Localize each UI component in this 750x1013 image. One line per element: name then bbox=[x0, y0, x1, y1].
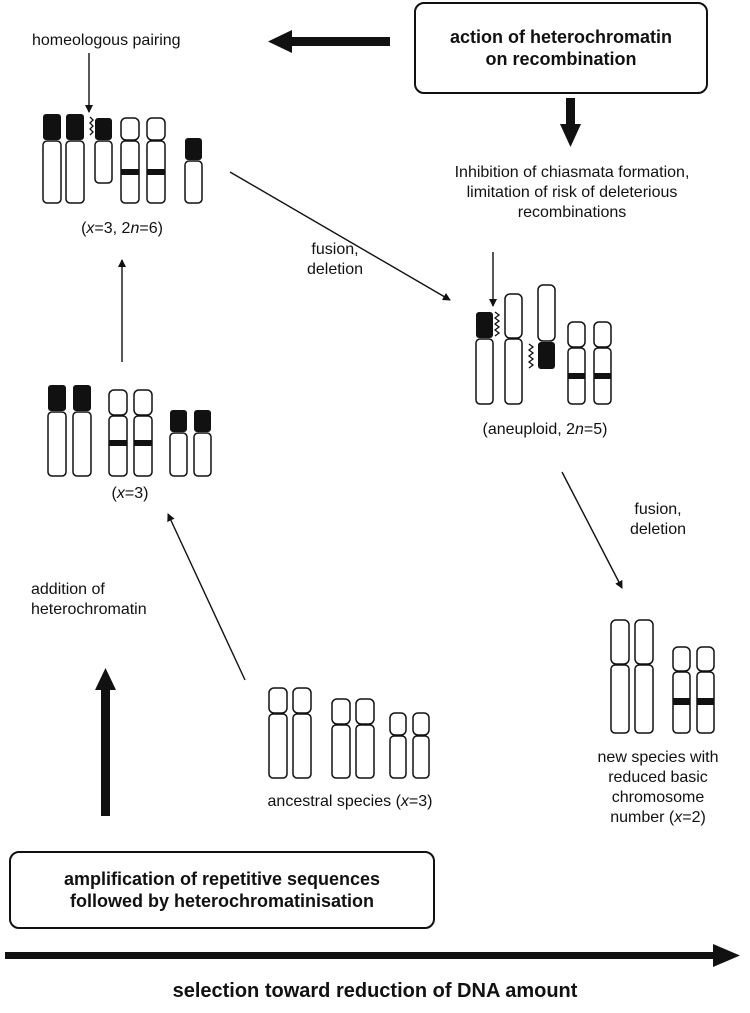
label-line: recombinations bbox=[517, 204, 627, 221]
label-part: =5) bbox=[583, 421, 608, 438]
chromosome bbox=[72, 385, 92, 477]
chromosome bbox=[610, 619, 630, 734]
box-line: on recombination bbox=[485, 49, 637, 69]
label-part: ( bbox=[111, 485, 117, 502]
italic-n: n bbox=[575, 421, 584, 438]
chromosome bbox=[567, 321, 586, 405]
italic-n: n bbox=[130, 220, 140, 237]
chromosome bbox=[146, 117, 166, 204]
label-line: fusion, bbox=[311, 241, 359, 258]
label-line: reduced basic bbox=[608, 769, 708, 786]
fusion-deletion-label-2: fusion, deletion bbox=[608, 500, 708, 540]
arrow-to-aneuploid bbox=[229, 171, 451, 301]
box-line: followed by heterochromatinisation bbox=[69, 891, 375, 911]
chromosome bbox=[108, 389, 128, 477]
italic-x: x bbox=[116, 485, 125, 502]
chromosome bbox=[47, 385, 67, 477]
karyotype-x3-label: (x=3) bbox=[90, 484, 170, 504]
addition-heterochromatin-label: addition of heterochromatin bbox=[31, 580, 147, 620]
chromosome bbox=[169, 410, 188, 477]
chromosome bbox=[504, 293, 523, 405]
pairing-wavy-line bbox=[493, 311, 501, 337]
inhibition-label: Inhibition of chiasmata formation, limit… bbox=[398, 163, 746, 223]
label-part: =3) bbox=[124, 485, 149, 502]
label-part: =3, 2 bbox=[94, 220, 131, 237]
long-bottom-arrow bbox=[5, 944, 740, 967]
label-part: =2) bbox=[682, 809, 706, 826]
karyotype-2n6-label: (x=3, 2n=6) bbox=[62, 219, 182, 239]
label-part: =3) bbox=[408, 793, 433, 810]
amplification-box: amplification of repetitive sequences fo… bbox=[9, 851, 435, 929]
label-part: ancestral species ( bbox=[267, 793, 401, 810]
label-line: limitation of risk of deleterious bbox=[466, 184, 678, 201]
chromosome bbox=[133, 389, 153, 477]
label-line: number (x=2) bbox=[578, 808, 738, 828]
pairing-wavy-line bbox=[89, 116, 94, 136]
chromosome bbox=[120, 117, 140, 204]
chromosome bbox=[292, 687, 312, 779]
thick-arrow-up bbox=[95, 668, 116, 816]
chromosome bbox=[475, 312, 494, 405]
heterochromatin-action-box: action of heterochromatin on recombinati… bbox=[414, 2, 708, 94]
new-species-label: new species with reduced basic chromosom… bbox=[578, 748, 738, 828]
label-part: =6) bbox=[139, 220, 163, 237]
karyotype-aneuploid bbox=[475, 284, 612, 405]
fusion-deletion-label-1: fusion, deletion bbox=[285, 240, 385, 280]
label-line: deletion bbox=[629, 521, 687, 538]
chromosome bbox=[355, 698, 375, 779]
chromosome bbox=[42, 114, 62, 204]
pairing-wavy-line bbox=[527, 343, 535, 369]
label-line: deletion bbox=[306, 261, 364, 278]
chromosome bbox=[412, 712, 430, 779]
arrow-from-ancestral bbox=[167, 513, 246, 681]
arrow-to-new-species bbox=[561, 471, 623, 589]
thick-arrow-left bbox=[268, 30, 390, 53]
label-line: chromosome bbox=[611, 789, 705, 806]
box-line: amplification of repetitive sequences bbox=[63, 869, 381, 889]
chromosome bbox=[65, 114, 85, 204]
selection-footer-label: selection toward reduction of DNA amount bbox=[172, 980, 578, 1002]
thick-arrow-down bbox=[560, 98, 581, 147]
label-line: new species with bbox=[597, 749, 719, 766]
chromosome bbox=[593, 321, 612, 405]
label-part: (aneuploid, 2 bbox=[482, 421, 576, 438]
chromosome bbox=[696, 646, 715, 734]
ancestral-species-label: ancestral species (x=3) bbox=[250, 792, 450, 812]
label-line: Inhibition of chiasmata formation, bbox=[454, 164, 690, 181]
label-part: ( bbox=[81, 220, 87, 237]
chromosome bbox=[331, 698, 351, 779]
label-line: fusion, bbox=[634, 501, 682, 518]
chromosome bbox=[634, 619, 654, 734]
chromosome bbox=[268, 687, 288, 779]
chromosome bbox=[672, 646, 691, 734]
italic-x: x bbox=[86, 220, 95, 237]
italic-x: x bbox=[400, 793, 409, 810]
homeologous-pairing-label: homeologous pairing bbox=[32, 32, 181, 49]
karyotype-x3 bbox=[47, 385, 212, 477]
label-line: heterochromatin bbox=[31, 601, 147, 618]
karyotype-ancestral bbox=[268, 687, 430, 779]
box-line: action of heterochromatin bbox=[449, 27, 673, 47]
italic-x: x bbox=[674, 809, 683, 826]
chromosome bbox=[537, 284, 556, 369]
chromosome bbox=[94, 118, 113, 184]
label-line: addition of bbox=[31, 581, 105, 598]
label-part: number ( bbox=[610, 809, 675, 826]
karyotype-new-species bbox=[610, 619, 715, 734]
karyotype-2n6 bbox=[42, 114, 203, 204]
aneuploid-label: (aneuploid, 2n=5) bbox=[455, 420, 635, 440]
chromosome bbox=[389, 712, 407, 779]
chromosome bbox=[184, 138, 203, 204]
chromosome bbox=[193, 410, 212, 477]
